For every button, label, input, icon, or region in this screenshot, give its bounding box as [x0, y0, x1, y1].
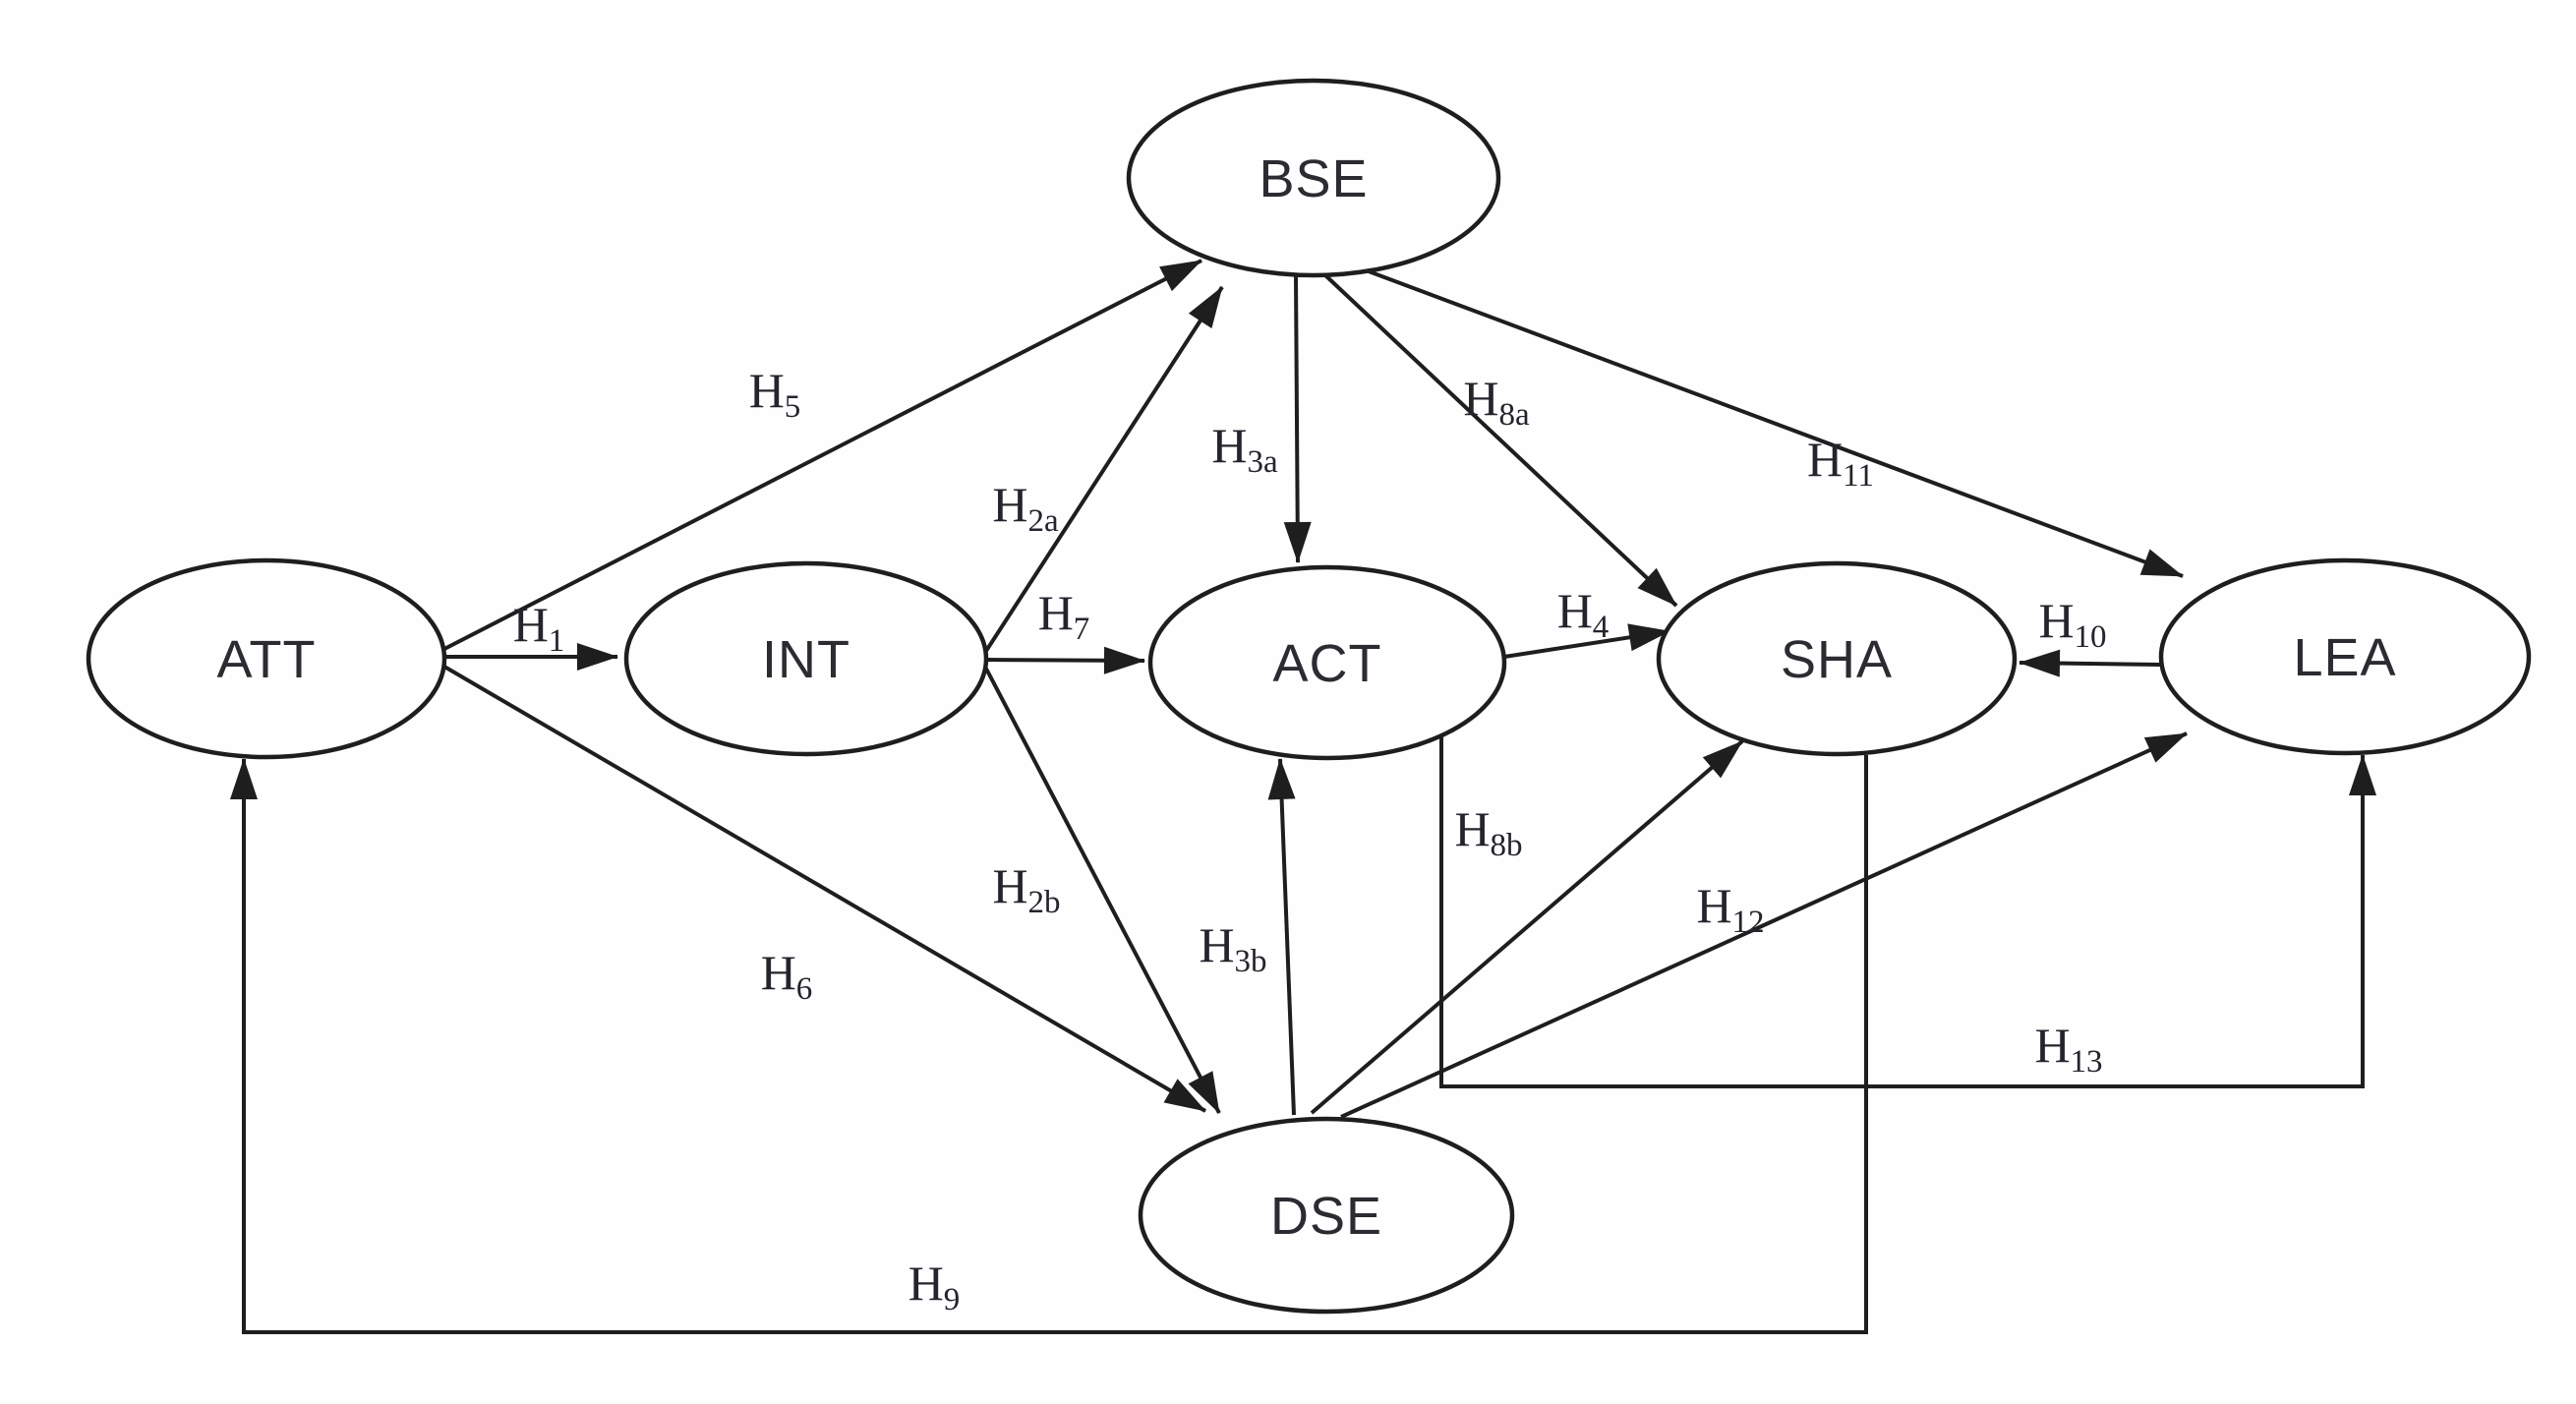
node-DSE-ellipse	[1138, 1116, 1515, 1315]
nodes-layer: ATT INT BSE ACT SHA LEA DSE	[86, 78, 2532, 1315]
node-ACT: ACT	[1147, 564, 1507, 761]
edge-label-H11: H11	[1807, 432, 1874, 494]
node-ATT: ATT	[86, 557, 447, 760]
edge-H2a-arrow	[984, 285, 1224, 653]
edge-H4-arrow	[1503, 623, 1670, 659]
edge-H13-arrow	[1439, 737, 2376, 1088]
edge-label-H1: H1	[513, 597, 565, 659]
edge-label-H3a: H3a	[1211, 418, 1278, 480]
edge-H3b-arrow	[1267, 758, 1296, 1116]
node-LEA-label: LEA	[2293, 628, 2396, 687]
edge-label-H2a: H2a	[992, 477, 1059, 539]
edges-layer	[230, 259, 2376, 1334]
node-LEA-ellipse	[2158, 557, 2532, 756]
edge-label-H7: H7	[1038, 585, 1090, 647]
node-DSE-label: DSE	[1270, 1187, 1382, 1246]
edge-label-H2b: H2b	[992, 858, 1060, 920]
node-BSE: BSE	[1126, 78, 1501, 278]
edge-H5-arrow	[443, 259, 1202, 651]
edge-label-H9: H9	[908, 1256, 961, 1317]
node-BSE-label: BSE	[1259, 149, 1368, 208]
edge-label-H3b: H3b	[1199, 917, 1266, 979]
node-BSE-ellipse	[1126, 78, 1501, 278]
edge-H8a-arrow	[1323, 273, 1678, 608]
node-LEA: LEA	[2158, 557, 2532, 756]
edge-label-H4: H4	[1557, 583, 1610, 645]
edge-H6-arrow	[442, 665, 1207, 1113]
edge-label-H6: H6	[761, 945, 813, 1007]
node-SHA: SHA	[1656, 560, 2018, 757]
node-INT: INT	[623, 560, 989, 757]
node-SHA-ellipse	[1656, 560, 2018, 757]
edge-label-H13: H13	[2034, 1018, 2102, 1080]
edge-label-H5: H5	[749, 363, 801, 425]
node-ACT-label: ACT	[1273, 634, 1382, 693]
node-SHA-label: SHA	[1781, 630, 1893, 689]
node-DSE: DSE	[1138, 1116, 1515, 1315]
node-ATT-ellipse	[86, 557, 447, 760]
node-ACT-ellipse	[1147, 564, 1507, 761]
edge-H12-arrow	[1340, 731, 2188, 1119]
edge-label-H8a: H8a	[1463, 371, 1530, 433]
edge-label-H10: H10	[2038, 593, 2106, 655]
edge-H9-arrow	[230, 755, 1868, 1334]
edge-H2b-arrow	[984, 668, 1221, 1114]
node-INT-ellipse	[623, 560, 989, 757]
edge-H10-arrow	[2019, 649, 2162, 677]
edge-H3a-arrow	[1283, 274, 1312, 563]
node-INT-label: INT	[762, 630, 850, 689]
node-ATT-label: ATT	[217, 630, 317, 689]
edge-label-H12: H12	[1696, 878, 1764, 940]
edge-H8b-arrow	[1310, 739, 1744, 1115]
edge-label-H8b: H8b	[1454, 801, 1522, 863]
edge-H7-arrow	[985, 646, 1145, 674]
edge-H11-arrow	[1368, 269, 2184, 578]
